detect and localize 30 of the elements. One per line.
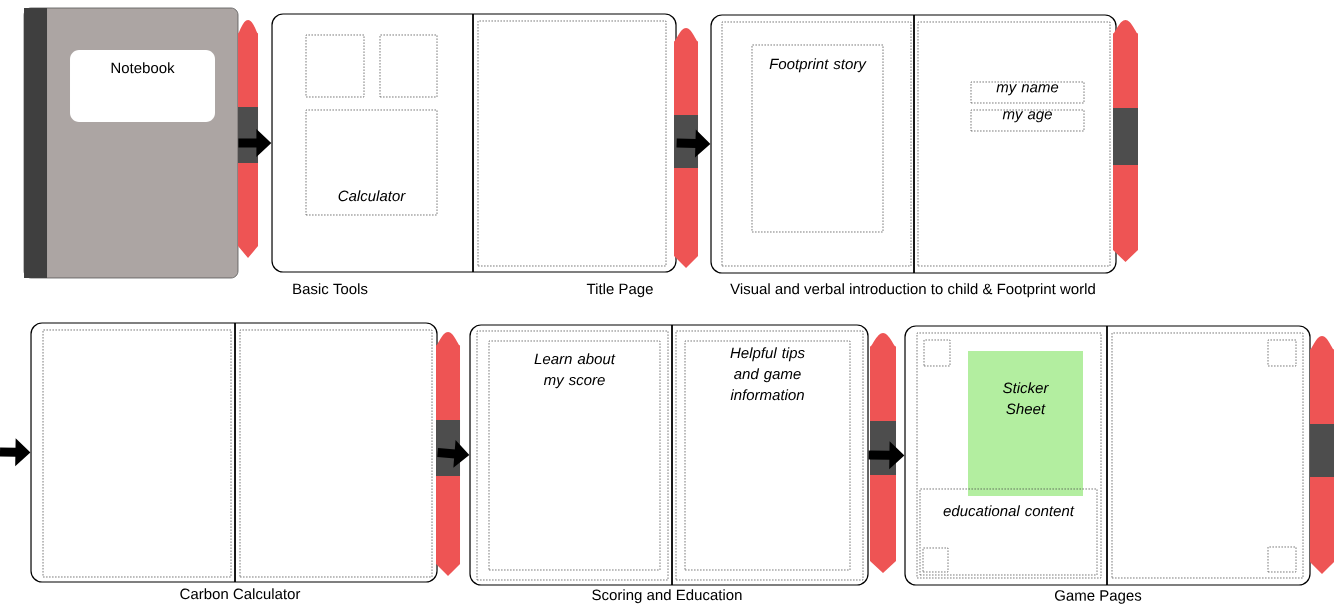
dotted-frame [477, 20, 667, 267]
dotted-frame [1267, 339, 1297, 367]
dotted-frame [476, 330, 669, 581]
dotted-frame [923, 339, 951, 367]
dotted-frame [917, 21, 1111, 267]
text-box: Helpful tips and game information [684, 340, 851, 571]
dotted-frame [42, 329, 232, 578]
node-label: Game Pages [1055, 590, 1142, 604]
text-box: educational content [919, 488, 1098, 576]
dotted-frame [1267, 546, 1297, 573]
dotted-frame [721, 21, 912, 267]
dotted-frame [922, 547, 949, 573]
text-box: Footprint story [751, 44, 884, 233]
dotted-frame [916, 332, 1102, 579]
text-box: my name [970, 81, 1085, 104]
cover-label: Notebook [70, 50, 215, 122]
node-label: Basic Tools [293, 283, 368, 295]
node-label: Scoring and Education [592, 589, 742, 604]
node-label: Visual and verbal introduction to child & Footprint world [730, 283, 1095, 298]
dotted-frame [675, 330, 864, 581]
text-box: my age [970, 109, 1085, 132]
text-box: Learn about my score [488, 340, 661, 571]
dotted-frame [305, 34, 365, 98]
dotted-frame [239, 329, 433, 578]
dotted-frame [1111, 332, 1304, 579]
node-label: Carbon Calculator [180, 588, 301, 600]
dotted-frame [379, 34, 438, 98]
text-box: Calculator [305, 109, 438, 216]
node-label: Title Page [586, 283, 653, 298]
sticker-sheet: Sticker Sheet [968, 351, 1083, 496]
